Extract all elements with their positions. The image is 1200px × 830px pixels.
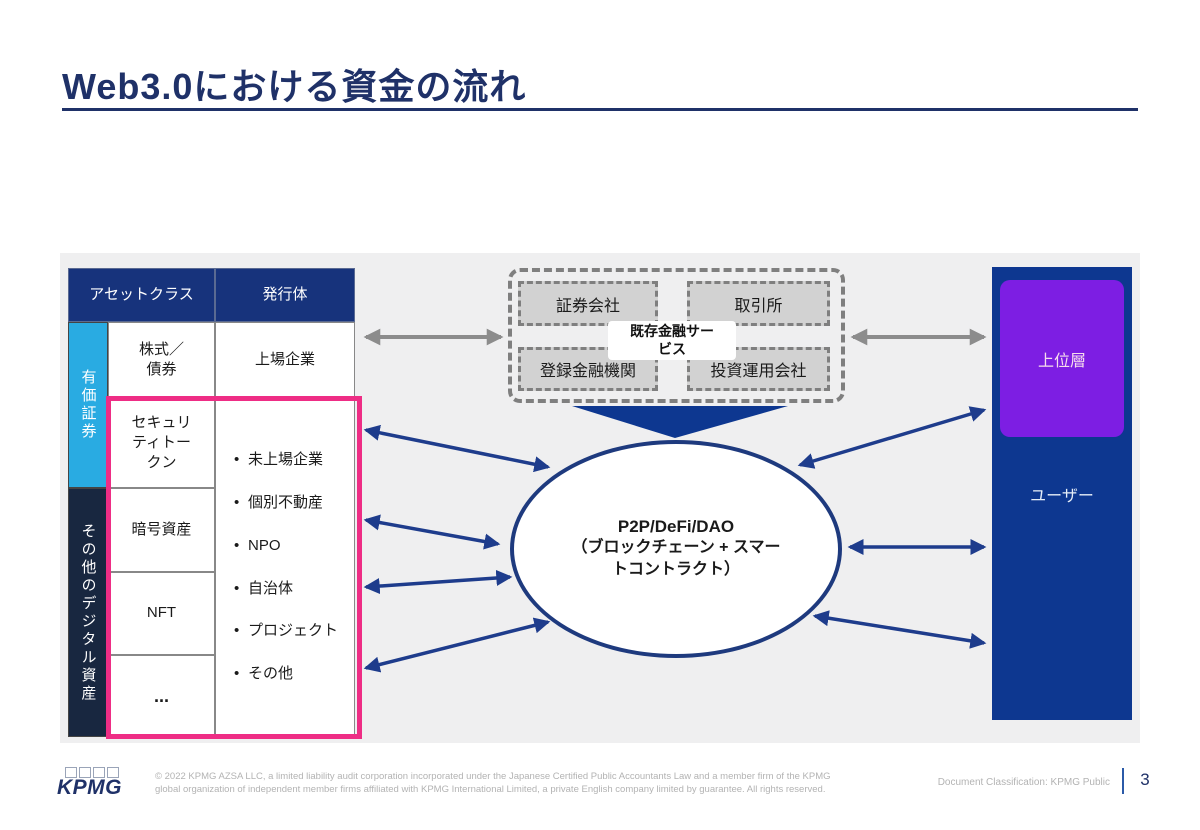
upper-layer-box: 上位層 [1000,280,1124,437]
table-cell-equity-bonds: 株式／ 債券 [108,322,215,398]
title-underline [62,108,1138,111]
issuer-bullet-list: 未上場企業 個別不動産 NPO 自治体 プロジェクト その他 [232,429,338,706]
table-header-asset-class: アセットクラス [68,268,215,322]
table-cell-issuer-list: 未上場企業 個別不動産 NPO 自治体 プロジェクト その他 [215,398,355,737]
group-label-other-digital-text: その他のデジタル資産 [79,522,97,703]
list-item: NPO [232,535,338,558]
pink-highlight-box [106,396,362,739]
kpmg-logo: KPMG [57,767,141,800]
group-label-securities-text: 有価証券 [79,369,97,441]
box-exchange: 取引所 [687,281,830,326]
table-cell-more: ... [108,655,215,737]
table-cell-security-token: セキュリ ティトー クン [108,398,215,488]
list-item: その他 [232,663,338,686]
group-label-other-digital: その他のデジタル資産 [68,488,108,737]
existing-finance-label-text: 既存金融サービス [630,323,714,357]
ellipse-title: P2P/DeFi/DAO [617,517,735,537]
table-cell-listed-companies: 上場企業 [215,322,355,398]
list-item: 個別不動産 [232,492,338,515]
list-item: プロジェクト [232,620,338,643]
table-cell-crypto-asset: 暗号資産 [108,488,215,572]
list-item: 自治体 [232,578,338,601]
ellipse-subtitle: （ブロックチェーン + スマートコントラクト） [571,539,781,578]
box-registered-financial-institution: 登録金融機関 [518,347,658,391]
page-number-divider [1122,768,1124,794]
group-label-securities: 有価証券 [68,322,108,488]
kpmg-logo-text: KPMG [57,776,122,799]
page-title: Web3.0における資金の流れ [62,66,527,107]
table-header-issuer: 発行体 [215,268,355,322]
kpmg-logo-squares-icon [65,767,141,778]
p2p-defi-dao-ellipse: P2P/DeFi/DAO （ブロックチェーン + スマートコントラクト） [510,440,842,658]
users-label: ユーザー [1030,488,1094,505]
table-cell-nft: NFT [108,572,215,655]
classification-text: Document Classification: KPMG Public [937,777,1110,788]
existing-finance-label: 既存金融サービス [608,321,736,360]
page-number: 3 [1140,770,1150,789]
list-item: 未上場企業 [232,449,338,472]
existing-finance-group-border [508,268,845,403]
box-securities-firm: 証券会社 [518,281,658,326]
copyright-text: © 2022 KPMG AZSA LLC, a limited liabilit… [155,771,831,795]
